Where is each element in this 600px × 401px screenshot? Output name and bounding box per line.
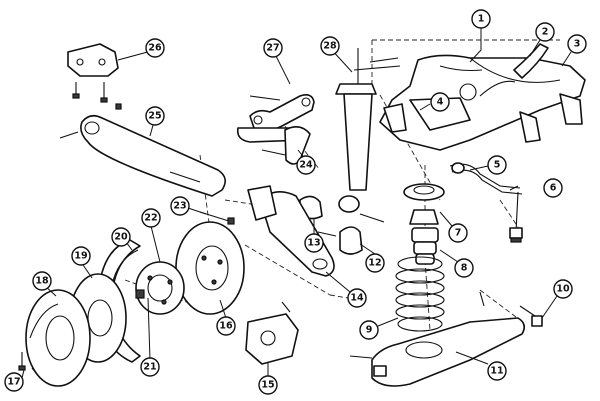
callout-label: 4 bbox=[437, 97, 444, 108]
part-subframe bbox=[379, 54, 586, 151]
callout-label: 14 bbox=[350, 293, 364, 304]
callout-label: 25 bbox=[148, 111, 161, 122]
callout-21: 21 bbox=[140, 357, 160, 377]
callout-28: 28 bbox=[320, 36, 340, 56]
callout-11: 11 bbox=[487, 361, 507, 381]
callout-24: 24 bbox=[296, 155, 316, 175]
callout-6: 6 bbox=[543, 178, 563, 198]
callout-9: 9 bbox=[359, 320, 379, 340]
callout-1: 1 bbox=[471, 9, 491, 29]
callout-14: 14 bbox=[347, 288, 367, 308]
part-bolt bbox=[519, 305, 543, 327]
callout-18: 18 bbox=[32, 271, 52, 291]
callout-27: 27 bbox=[263, 38, 283, 58]
callout-17: 17 bbox=[4, 372, 24, 392]
part-coil-spring bbox=[395, 256, 445, 332]
part-bump-stop bbox=[411, 227, 439, 265]
callout-2: 2 bbox=[535, 22, 555, 42]
part-link-rod bbox=[513, 43, 549, 79]
callout-8: 8 bbox=[454, 258, 474, 278]
part-caliper bbox=[245, 301, 299, 365]
callout-label: 7 bbox=[455, 228, 462, 239]
callout-label: 20 bbox=[114, 232, 128, 243]
callout-label: 27 bbox=[266, 43, 279, 54]
callout-label: 2 bbox=[542, 27, 549, 38]
callout-label: 13 bbox=[307, 238, 320, 249]
callout-label: 10 bbox=[556, 284, 570, 295]
part-spring-seat bbox=[403, 183, 445, 225]
callout-label: 21 bbox=[143, 362, 156, 373]
callout-label: 28 bbox=[323, 41, 337, 52]
callout-13: 13 bbox=[304, 233, 324, 253]
callout-26: 26 bbox=[145, 38, 165, 58]
callout-label: 23 bbox=[173, 201, 186, 212]
part-rear-disc bbox=[25, 289, 91, 387]
part-knuckle-arm bbox=[247, 185, 335, 277]
callout-23: 23 bbox=[170, 196, 190, 216]
part-fasteners bbox=[18, 352, 41, 379]
callout-label: 26 bbox=[148, 43, 162, 54]
part-trailing-arm bbox=[59, 103, 226, 197]
callout-label: 3 bbox=[574, 39, 581, 50]
callout-16: 16 bbox=[216, 316, 236, 336]
callout-label: 1 bbox=[478, 14, 485, 25]
callout-label: 9 bbox=[366, 325, 373, 336]
part-upper-link bbox=[236, 94, 315, 165]
callout-label: 19 bbox=[74, 251, 87, 262]
callout-label: 18 bbox=[35, 276, 49, 287]
callout-label: 15 bbox=[261, 380, 274, 391]
callout-20: 20 bbox=[111, 227, 131, 247]
callout-7: 7 bbox=[448, 223, 468, 243]
callout-label: 16 bbox=[219, 321, 233, 332]
callout-label: 24 bbox=[299, 160, 313, 171]
part-lower-control-arm bbox=[349, 291, 526, 387]
part-wheel-hub bbox=[135, 261, 185, 315]
callout-label: 6 bbox=[550, 183, 557, 194]
part-shock-absorber bbox=[335, 48, 401, 213]
part-brake-rotor bbox=[175, 221, 245, 315]
callout-22: 22 bbox=[141, 208, 161, 228]
callout-15: 15 bbox=[258, 375, 278, 395]
part-end-link bbox=[509, 191, 523, 243]
callout-12: 12 bbox=[365, 253, 385, 273]
callout-3: 3 bbox=[567, 34, 587, 54]
part-bracket bbox=[67, 43, 119, 103]
callout-label: 5 bbox=[494, 160, 501, 171]
part-stabilizer bbox=[449, 162, 523, 195]
callout-19: 19 bbox=[71, 246, 91, 266]
callout-4: 4 bbox=[430, 92, 450, 112]
callout-5: 5 bbox=[487, 155, 507, 175]
callout-label: 8 bbox=[461, 263, 468, 274]
part-ball-joint bbox=[299, 195, 385, 255]
callout-25: 25 bbox=[145, 106, 165, 126]
callout-label: 22 bbox=[144, 213, 157, 224]
callout-10: 10 bbox=[553, 279, 573, 299]
callout-label: 11 bbox=[490, 366, 503, 377]
callout-label: 12 bbox=[368, 258, 381, 269]
callout-label: 17 bbox=[7, 377, 20, 388]
